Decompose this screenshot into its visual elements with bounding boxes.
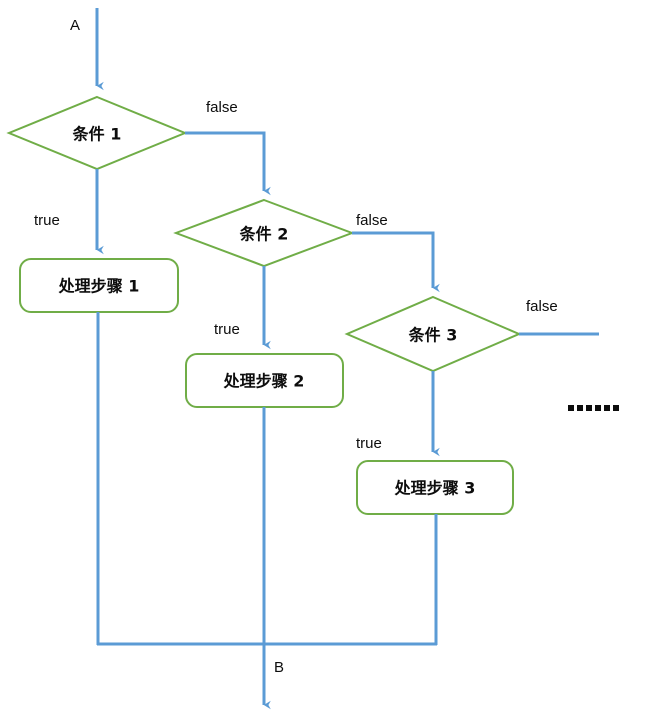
edge-line-cond2-false (352, 231, 440, 293)
ellipsis-dot (604, 405, 610, 411)
edge-label-cond2-false: false (356, 212, 388, 229)
edge-cond1-true: true (34, 169, 104, 255)
ellipsis-dot (595, 405, 601, 411)
edge-line-cond1-false (185, 131, 271, 196)
decision-node-cond2[interactable]: 条件 2 (173, 198, 355, 268)
process-node-step1[interactable]: 处理步骤 1 (19, 258, 179, 313)
ellipsis-dot (586, 405, 592, 411)
decision-label-cond1: 条件 1 (72, 125, 122, 144)
process-node-step3[interactable]: 处理步骤 3 (356, 460, 514, 515)
edge-cond3-false: false (519, 298, 599, 336)
decision-node-cond1[interactable]: 条件 1 (6, 95, 188, 171)
process-label-step1: 处理步骤 1 (58, 277, 140, 296)
ellipsis-dot (568, 405, 574, 411)
ellipsis-dot (577, 405, 583, 411)
process-label-step2: 处理步骤 2 (223, 372, 305, 391)
edge-cond1-false: false (185, 99, 271, 196)
exit-label-b: B (274, 659, 284, 676)
merge-rail-group: B (97, 642, 437, 710)
edge-cond2-false: false (352, 212, 440, 293)
entry-connector-group: A (70, 8, 104, 91)
edge-label-cond1-false: false (206, 99, 238, 116)
ellipsis-dot (613, 405, 619, 411)
edge-label-cond1-true: true (34, 212, 60, 229)
decision-label-cond2: 条件 2 (239, 225, 289, 244)
entry-label-a: A (70, 17, 80, 34)
edge-label-cond3-false: false (526, 298, 558, 315)
decision-node-cond3[interactable]: 条件 3 (344, 295, 522, 373)
process-label-step3: 处理步骤 3 (394, 479, 476, 498)
decision-label-cond3: 条件 3 (408, 326, 458, 345)
edge-cond2-true: true (214, 266, 271, 350)
edge-label-cond2-true: true (214, 321, 240, 338)
process-node-step2[interactable]: 处理步骤 2 (185, 353, 344, 408)
continuation-ellipsis (568, 405, 619, 411)
edge-cond3-true: true (356, 371, 440, 457)
edge-label-cond3-true: true (356, 435, 382, 452)
